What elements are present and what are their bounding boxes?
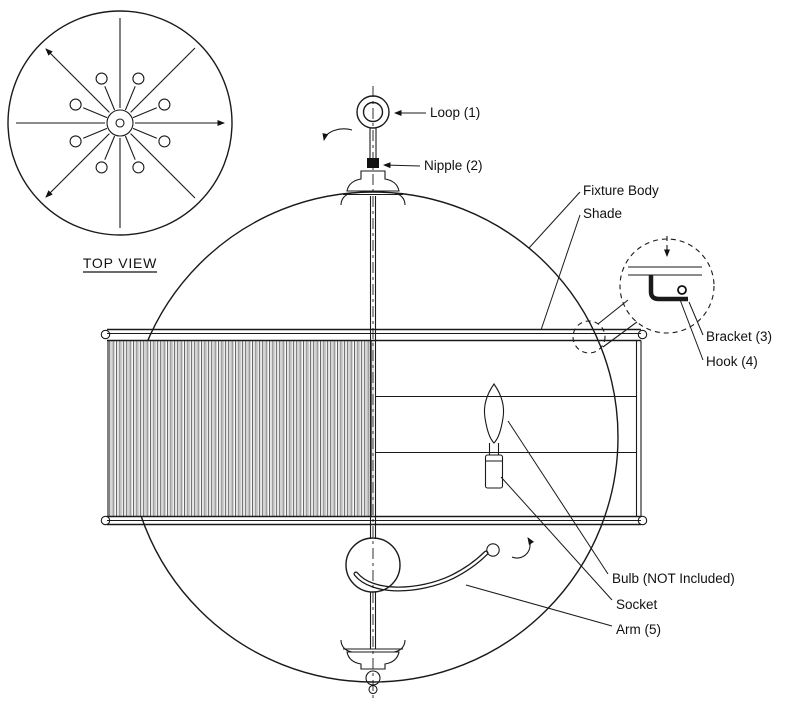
arm-rotation-arrow [511, 537, 535, 559]
leader-nipple [383, 162, 421, 169]
leader-shade [540, 214, 581, 331]
label-fixture-body: Fixture Body [583, 183, 659, 198]
loop [356, 95, 390, 158]
detail-view [572, 236, 715, 354]
leader-fixture-body [528, 191, 581, 249]
leader-arm [465, 584, 613, 627]
bottom-canopy-finial [343, 648, 403, 695]
label-loop: Loop (1) [430, 105, 480, 120]
top-view-outer-ring [7, 10, 233, 236]
label-socket: Socket [616, 597, 658, 612]
shade [100, 328, 648, 526]
top-view-rods [16, 18, 225, 228]
top-view: TOP VIEW [7, 10, 233, 273]
hook [677, 285, 687, 295]
label-nipple: Nipple (2) [424, 158, 483, 173]
label-arm: Arm (5) [616, 622, 661, 637]
arm-end-ring [486, 543, 500, 557]
top-view-arms [69, 72, 171, 174]
center-stem [369, 196, 377, 649]
top-view-hub [106, 109, 134, 137]
leader-socket [500, 476, 613, 601]
leader-bulb [507, 420, 609, 575]
labels: Loop (1) Nipple (2) Fixture Body Shade B… [383, 105, 772, 637]
top-view-label: TOP VIEW [83, 255, 157, 271]
leader-hook [678, 296, 704, 361]
socket [484, 454, 504, 489]
top-view-hub-center [115, 118, 125, 128]
label-shade: Shade [583, 206, 622, 221]
label-bulb: Bulb (NOT Included) [612, 571, 735, 586]
detail-zoom-circle [619, 238, 715, 334]
arm [353, 537, 535, 592]
label-hook: Hook (4) [706, 354, 758, 369]
detail-source-circle [572, 320, 606, 354]
label-bracket: Bracket (3) [706, 329, 772, 344]
bulb [483, 383, 505, 455]
loop-rotation-arrow [322, 128, 353, 141]
top-canopy [343, 170, 403, 196]
leader-bracket [688, 301, 704, 336]
shade-pleats [108, 340, 374, 517]
bracket [648, 275, 688, 302]
